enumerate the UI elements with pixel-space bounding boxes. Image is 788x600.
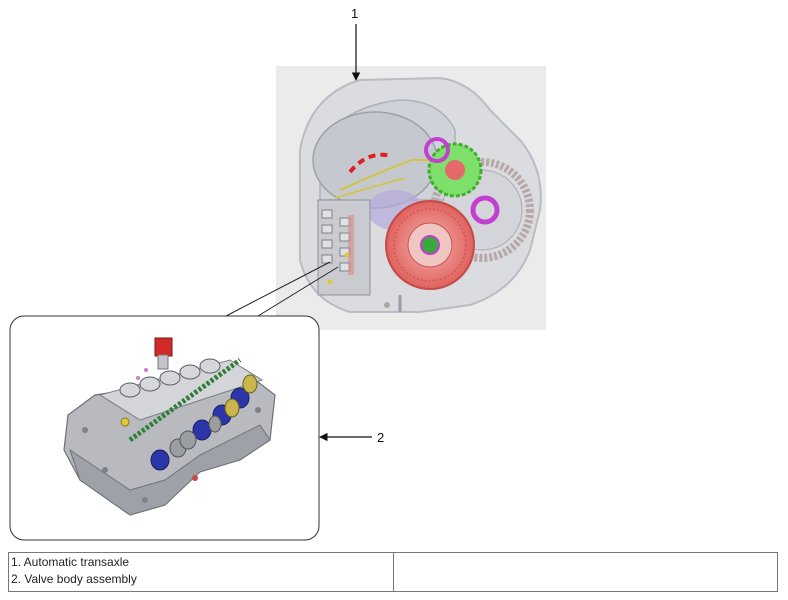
legend-left-column: 1. Automatic transaxle 2. Valve body ass… bbox=[9, 553, 393, 591]
legend-item-valve-body-assembly: 2. Valve body assembly bbox=[11, 572, 137, 586]
legend-right-column bbox=[392, 553, 778, 591]
callout-number-2: 2 bbox=[377, 430, 385, 445]
valve-body-assembly-illustration bbox=[63, 337, 276, 516]
leader-line bbox=[225, 261, 331, 317]
legend-item-automatic-transaxle: 1. Automatic transaxle bbox=[11, 555, 130, 569]
callout-number-1: 1 bbox=[351, 6, 359, 21]
automatic-transaxle-illustration bbox=[276, 66, 546, 330]
legend-table: 1. Automatic transaxle 2. Valve body ass… bbox=[8, 552, 778, 592]
leader-line bbox=[257, 266, 339, 317]
